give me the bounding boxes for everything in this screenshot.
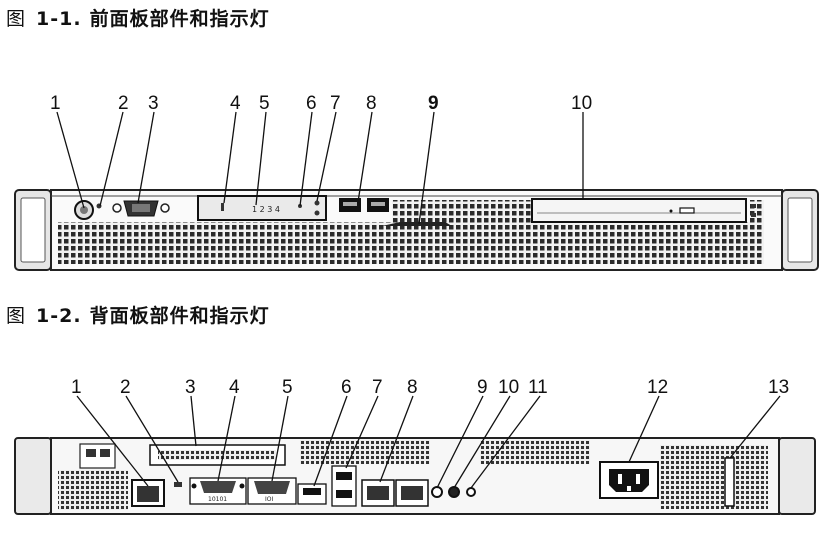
figure-1-label: 图 bbox=[6, 8, 27, 30]
front-panel: 1 2 3 4 bbox=[14, 189, 819, 271]
rear-left-rack-ear bbox=[14, 437, 52, 515]
rear-vent-mid bbox=[300, 440, 430, 464]
rear-vga-connector-icon: IOI bbox=[247, 477, 297, 505]
rear-system-status-indicator-icon bbox=[448, 486, 460, 498]
rear-right-rack-ear bbox=[778, 437, 816, 515]
rear-callout-numbers: 1 2 3 4 5 6 7 8 9 10 11 12 13 bbox=[71, 377, 789, 398]
front-callout-8: 8 bbox=[366, 93, 377, 114]
rear-callout-4: 4 bbox=[229, 377, 240, 398]
rear-callout-lines bbox=[76, 395, 781, 489]
front-vent-grille bbox=[58, 222, 764, 264]
rear-serial-label: 10101 bbox=[208, 496, 227, 503]
rear-callout-10: 10 bbox=[498, 377, 519, 398]
rear-serial-connector-icon: 10101 bbox=[189, 477, 247, 505]
diagnostic-led-panel: 1 2 3 4 bbox=[197, 195, 327, 221]
front-callout-2: 2 bbox=[118, 93, 129, 114]
front-callout-7: 7 bbox=[330, 93, 341, 114]
rear-callout-3: 3 bbox=[185, 377, 196, 398]
rear-vent-right bbox=[480, 440, 590, 464]
rear-callout-5: 5 bbox=[282, 377, 293, 398]
rear-vent-left bbox=[58, 470, 128, 510]
rear-callout-9: 9 bbox=[477, 377, 488, 398]
rear-id-led-icon bbox=[174, 482, 182, 487]
power-supply-handle-icon bbox=[724, 457, 735, 507]
rear-nic1-port-icon bbox=[361, 479, 395, 507]
front-callout-6: 6 bbox=[306, 93, 317, 114]
front-callout-4: 4 bbox=[230, 93, 241, 114]
front-vga-connector-icon bbox=[112, 200, 170, 217]
rear-callout-13: 13 bbox=[768, 377, 789, 398]
front-callout-10: 10 bbox=[571, 93, 592, 114]
rear-callout-6: 6 bbox=[341, 377, 352, 398]
rear-callout-7: 7 bbox=[372, 377, 383, 398]
rear-callout-12: 12 bbox=[647, 377, 668, 398]
optical-drive-icon bbox=[531, 198, 747, 223]
rear-management-port-icon bbox=[131, 479, 165, 507]
rear-vga-label: IOI bbox=[265, 496, 273, 503]
front-vent-grille-upper bbox=[392, 200, 532, 222]
rear-nic2-port-icon bbox=[395, 479, 429, 507]
rear-callout-11: 11 bbox=[528, 377, 548, 398]
front-callout-1: 1 bbox=[50, 93, 61, 114]
figure-2-title: 背面板部件和指示灯 bbox=[89, 305, 270, 327]
rear-panel: 10101 IOI bbox=[14, 437, 816, 515]
front-callout-lines bbox=[56, 111, 584, 225]
rear-callout-2: 2 bbox=[120, 377, 131, 398]
rear-system-id-button-icon bbox=[431, 486, 443, 498]
rear-usb-ports-icon bbox=[331, 465, 357, 507]
rear-vent-psu bbox=[660, 445, 768, 509]
id-button-icon bbox=[221, 203, 224, 211]
hard-drive-latch-icon bbox=[382, 222, 452, 226]
front-vent-grille-right bbox=[750, 200, 764, 222]
power-connector-icon bbox=[599, 461, 659, 499]
rear-system-id-connector-icon bbox=[466, 487, 476, 497]
rear-callout-8: 8 bbox=[407, 377, 418, 398]
rear-callout-1: 1 bbox=[71, 377, 82, 398]
front-callout-3: 3 bbox=[148, 93, 159, 114]
hdd-activity-led-icon bbox=[314, 200, 320, 206]
figure-1-title: 前面板部件和指示灯 bbox=[89, 8, 270, 30]
rear-esata-port-icon bbox=[297, 483, 327, 505]
front-callout-numbers: 1 2 3 4 5 6 7 8 9 10 bbox=[50, 93, 592, 114]
figure-1-caption: 图 1-1. 前面板部件和指示灯 bbox=[6, 4, 270, 31]
front-led-numbers: 1 2 3 4 bbox=[252, 205, 280, 214]
figure-1-number: 1-1. bbox=[36, 8, 82, 30]
figure-2-caption: 图 1-2. 背面板部件和指示灯 bbox=[6, 301, 270, 328]
front-callout-5: 5 bbox=[259, 93, 270, 114]
system-status-led-icon bbox=[314, 210, 320, 216]
figure-2-label: 图 bbox=[6, 305, 27, 327]
figure-2-number: 1-2. bbox=[36, 305, 82, 327]
front-callout-9: 9 bbox=[428, 93, 439, 114]
front-usb-ports-icon bbox=[339, 198, 389, 212]
